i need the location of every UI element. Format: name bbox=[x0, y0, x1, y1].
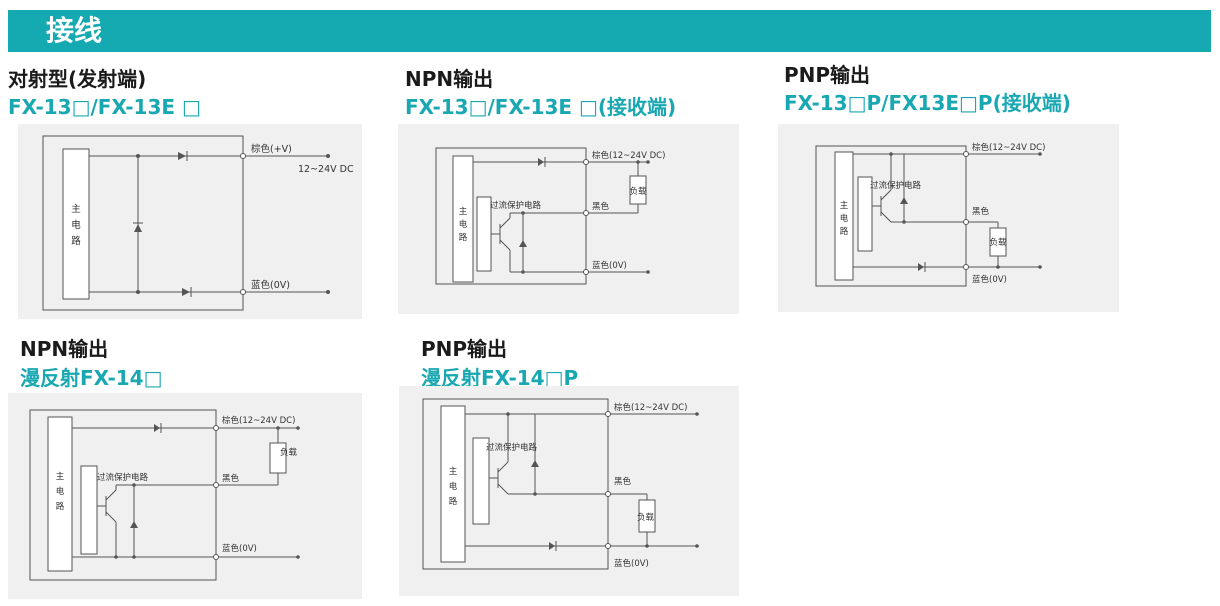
black-wire-label: 黑色 bbox=[222, 473, 240, 484]
load-label: 负载 bbox=[637, 512, 655, 523]
main-circuit-label-2: 电 bbox=[71, 219, 81, 231]
diode-symbol-bottom bbox=[182, 288, 190, 296]
protection-circuit-label: 过流保护电路 bbox=[870, 180, 922, 191]
protection-circuit-box bbox=[80, 465, 98, 555]
main-circuit-box bbox=[452, 155, 474, 283]
diode-symbol bbox=[154, 424, 160, 432]
brown-wire-label: 棕色(12~24V DC) bbox=[972, 142, 1045, 153]
diode-symbol bbox=[538, 158, 544, 166]
npn-diffuse-model: 漫反射FX-14□ bbox=[20, 366, 163, 390]
diode-symbol bbox=[549, 542, 555, 550]
main-circuit-box bbox=[440, 405, 466, 563]
emitter-title: 对射型(发射端) bbox=[8, 67, 147, 91]
main-circuit-box bbox=[47, 416, 73, 572]
zener-diode-symbol bbox=[134, 224, 142, 232]
load-label: 负载 bbox=[280, 447, 298, 458]
npn-diffuse-title: NPN输出 bbox=[20, 337, 109, 361]
black-wire-label: 黑色 bbox=[614, 476, 632, 487]
zener-diode-symbol bbox=[519, 240, 527, 247]
svg-text:电: 电 bbox=[459, 219, 468, 230]
protection-circuit-label: 过流保护电路 bbox=[490, 200, 542, 211]
pnp-receiver-wiring-diagram: 主 电 路 过流保护电路 负载 棕色(12~24V DC) 黑色 蓝色(0 bbox=[778, 124, 1119, 312]
load-label: 负载 bbox=[629, 186, 647, 197]
svg-text:路: 路 bbox=[459, 232, 468, 243]
blue-wire-label: 蓝色(0V) bbox=[614, 558, 649, 569]
pnp-diffuse-wiring-diagram: 主 电 路 过流保护电路 负载 棕色(12~24V DC) 黑色 蓝色(0 bbox=[399, 386, 739, 596]
protection-circuit-box bbox=[476, 196, 492, 272]
blue-wire-label: 蓝色(0V) bbox=[222, 543, 257, 554]
npn-receiver-model: FX-13□/FX-13E □(接收端) bbox=[405, 95, 677, 119]
brown-wire-label: 棕色(12~24V DC) bbox=[614, 402, 687, 413]
emitter-model: FX-13□/FX-13E □ bbox=[8, 95, 201, 119]
npn-receiver-wiring-diagram: 主 电 路 过流保护电路 负载 棕色(12~24V DC) 黑色 bbox=[398, 124, 739, 314]
pnp-diffuse-title: PNP输出 bbox=[421, 337, 508, 361]
main-circuit-label-3: 路 bbox=[71, 235, 81, 247]
svg-text:主: 主 bbox=[840, 200, 849, 211]
zener-diode-symbol bbox=[130, 521, 138, 528]
housing-outline bbox=[42, 135, 244, 311]
load-label: 负载 bbox=[989, 237, 1007, 248]
protection-circuit-box bbox=[472, 437, 490, 525]
zener-diode-symbol bbox=[900, 197, 908, 204]
pnp-receiver-model: FX-13□P/FX13E□P(接收端) bbox=[784, 91, 1071, 115]
svg-text:路: 路 bbox=[449, 496, 458, 507]
brown-wire-label: 棕色(12~24V DC) bbox=[222, 415, 295, 426]
svg-text:电: 电 bbox=[840, 213, 849, 224]
section-header-bar: 接线 bbox=[8, 10, 1211, 52]
protection-circuit-box bbox=[857, 176, 873, 252]
brown-wire-label: 棕色(12~24V DC) bbox=[592, 150, 665, 161]
svg-text:主: 主 bbox=[56, 471, 65, 482]
svg-text:电: 电 bbox=[449, 481, 458, 492]
zener-diode-symbol bbox=[531, 460, 539, 467]
blue-wire-label: 蓝色(0V) bbox=[592, 260, 627, 271]
brown-wire-label: 棕色(+V) bbox=[251, 143, 292, 155]
diode-symbol-top bbox=[178, 152, 186, 160]
npn-receiver-title: NPN输出 bbox=[405, 67, 494, 91]
main-circuit-box bbox=[834, 151, 854, 281]
protection-circuit-label: 过流保护电路 bbox=[97, 472, 149, 483]
main-circuit-box bbox=[62, 148, 90, 300]
npn-diffuse-wiring-diagram: 主 电 路 过流保护电路 负载 棕色(12~24V DC) 黑 bbox=[8, 393, 362, 599]
supply-voltage-label: 12~24V DC bbox=[298, 164, 354, 175]
pnp-receiver-title: PNP输出 bbox=[784, 63, 871, 87]
blue-wire-label: 蓝色(0V) bbox=[251, 279, 290, 291]
emitter-wiring-diagram: 主 电 路 棕色(+V) 12~24V DC 蓝色(0V) bbox=[18, 124, 362, 319]
diode-symbol bbox=[918, 263, 924, 271]
svg-text:电: 电 bbox=[56, 486, 65, 497]
svg-text:主: 主 bbox=[459, 206, 468, 217]
protection-circuit-label: 过流保护电路 bbox=[486, 442, 538, 453]
blue-wire-label: 蓝色(0V) bbox=[972, 274, 1007, 285]
black-wire-label: 黑色 bbox=[592, 201, 610, 212]
svg-text:路: 路 bbox=[56, 501, 65, 512]
main-circuit-label-1: 主 bbox=[71, 203, 81, 215]
svg-text:主: 主 bbox=[449, 466, 458, 477]
svg-text:路: 路 bbox=[840, 226, 849, 237]
black-wire-label: 黑色 bbox=[972, 206, 990, 217]
section-header-title: 接线 bbox=[46, 14, 103, 47]
